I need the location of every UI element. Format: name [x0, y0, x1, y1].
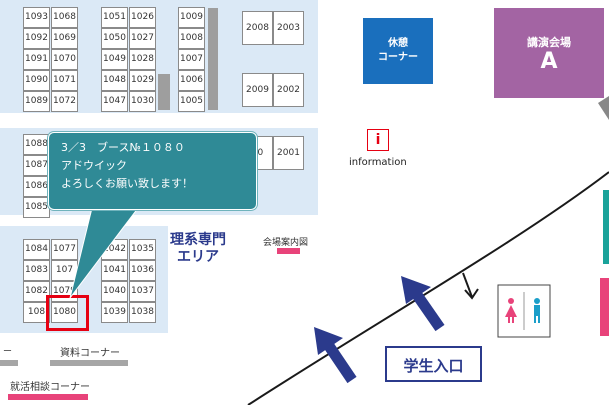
materials-corner-marker: [50, 360, 128, 366]
booth-1087[interactable]: 1087: [23, 155, 50, 176]
booth-tooltip: 3／3 ブース№１０８０ アドウイック よろしくお願い致します！: [48, 132, 257, 210]
booth-108[interactable]: 108: [23, 302, 50, 323]
lecture-hall-a: 講演会場 A: [494, 8, 604, 98]
booth-1035[interactable]: 1035: [129, 239, 156, 260]
career-corner-marker: [8, 394, 88, 400]
science-area-label: 理系専門 エリア: [170, 232, 226, 265]
left-gray-marker: [0, 360, 18, 366]
booth-1007[interactable]: 1007: [178, 49, 205, 70]
booth-1071[interactable]: 1071: [51, 70, 78, 91]
career-corner-label: 就活相談コーナー: [10, 382, 90, 393]
booth-1048[interactable]: 1048: [101, 70, 128, 91]
booth-1091[interactable]: 1091: [23, 49, 50, 70]
booth-1077[interactable]: 1077: [51, 239, 78, 260]
booth-1083[interactable]: 1083: [23, 260, 50, 281]
booth-2001[interactable]: 2001: [273, 136, 304, 170]
booth-1093[interactable]: 1093: [23, 7, 50, 28]
information-icon[interactable]: i: [367, 129, 389, 151]
rest-corner: 休憩 コーナー: [363, 18, 433, 84]
restroom-icon: [497, 284, 551, 338]
booth-1070[interactable]: 1070: [51, 49, 78, 70]
booth-1039[interactable]: 1039: [101, 302, 128, 323]
booth-2009[interactable]: 2009: [242, 73, 273, 107]
booth-2002[interactable]: 2002: [273, 73, 304, 107]
materials-corner-label: 資料コーナー: [60, 348, 120, 359]
booth-2003[interactable]: 2003: [273, 11, 304, 45]
entry-arrow-right: [401, 276, 445, 332]
booth-1092[interactable]: 1092: [23, 28, 50, 49]
booth-1072[interactable]: 1072: [51, 91, 78, 112]
booth-1008[interactable]: 1008: [178, 28, 205, 49]
booth-1084[interactable]: 1084: [23, 239, 50, 260]
teal-marker: [603, 190, 609, 264]
booth-1029[interactable]: 1029: [129, 70, 156, 91]
booth-1005[interactable]: 1005: [178, 91, 205, 112]
lecture-hall-letter: A: [540, 49, 558, 74]
lecture-hall-title: 講演会場: [527, 36, 571, 49]
student-entrance-label: 学生入口: [385, 346, 482, 382]
entry-arrow-left: [314, 327, 357, 384]
booth-1028[interactable]: 1028: [129, 49, 156, 70]
booth-1030[interactable]: 1030: [129, 91, 156, 112]
entrance-boundary-curve: [247, 171, 609, 405]
booth-1090[interactable]: 1090: [23, 70, 50, 91]
booth-1049[interactable]: 1049: [101, 49, 128, 70]
information-label: information: [349, 157, 407, 168]
booth-1068[interactable]: 1068: [51, 7, 78, 28]
booth-1027[interactable]: 1027: [129, 28, 156, 49]
venue-guide-label: 会場案内図: [263, 238, 309, 248]
booth-1036[interactable]: 1036: [129, 260, 156, 281]
pink-marker: [600, 278, 609, 336]
venue-guide-marker: [277, 248, 300, 254]
booth-1041[interactable]: 1041: [101, 260, 128, 281]
booth-1006[interactable]: 1006: [178, 70, 205, 91]
booth-1069[interactable]: 1069: [51, 28, 78, 49]
gray-divider-bar: [208, 8, 218, 110]
booth-1089[interactable]: 1089: [23, 91, 50, 112]
booth-1080[interactable]: 1080: [51, 302, 78, 323]
booth-1082[interactable]: 1082: [23, 281, 50, 302]
booth-1037[interactable]: 1037: [129, 281, 156, 302]
gray-divider-bar: [158, 74, 170, 110]
booth-1038[interactable]: 1038: [129, 302, 156, 323]
booth-1009[interactable]: 1009: [178, 7, 205, 28]
booth-1026[interactable]: 1026: [129, 7, 156, 28]
direction-marker: [462, 272, 479, 300]
booth-2008[interactable]: 2008: [242, 11, 273, 45]
tooltip-line-company: アドウイック: [61, 159, 127, 172]
booth-1050[interactable]: 1050: [101, 28, 128, 49]
booth-1040[interactable]: 1040: [101, 281, 128, 302]
selected-booth-highlight: [46, 295, 89, 331]
booth-1051[interactable]: 1051: [101, 7, 128, 28]
tooltip-line-date-booth: 3／3 ブース№１０８０: [61, 141, 185, 154]
left-dash-label: ー: [3, 347, 13, 357]
booth-1047[interactable]: 1047: [101, 91, 128, 112]
arrow-top-right: [598, 96, 609, 120]
tooltip-line-message: よろしくお願い致します！: [61, 177, 193, 190]
